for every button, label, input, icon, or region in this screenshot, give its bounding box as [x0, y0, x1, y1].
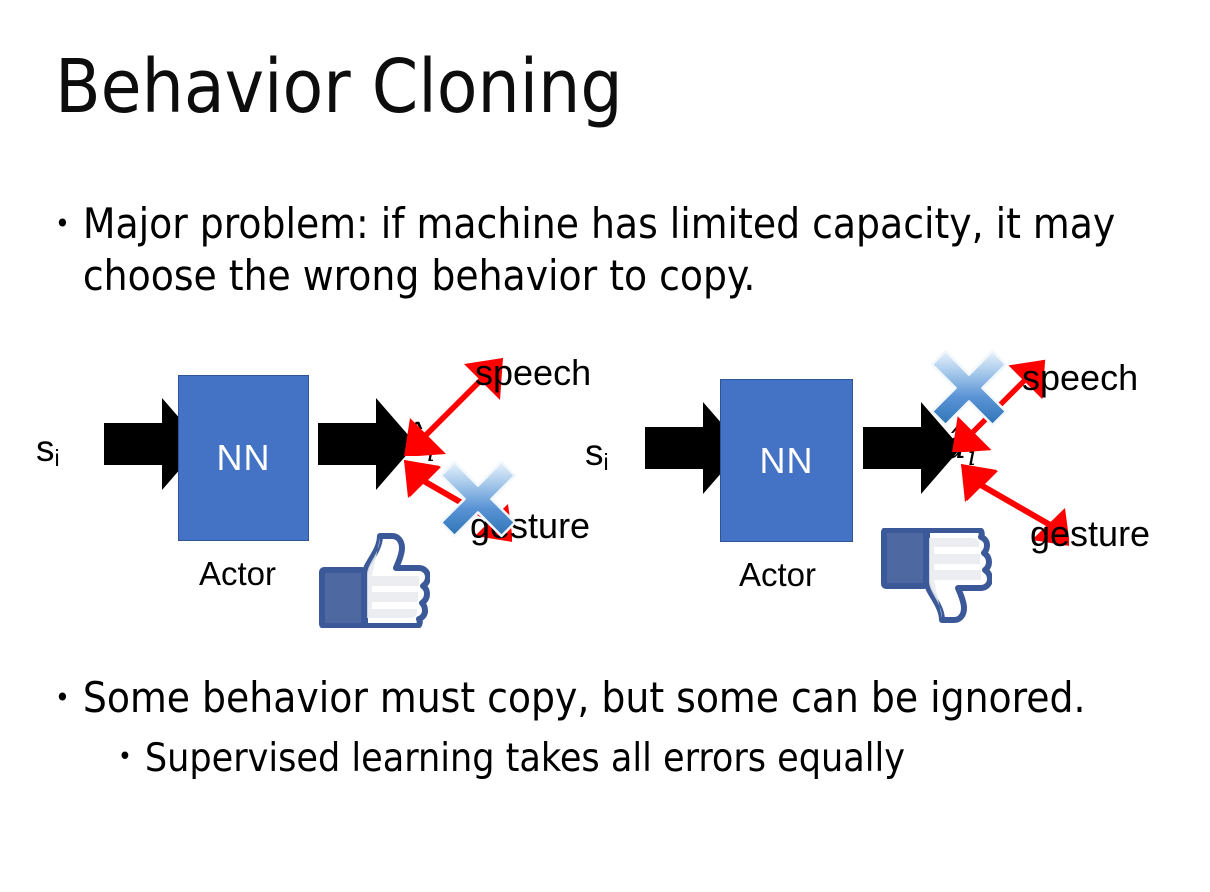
nn-box-left: NN — [178, 375, 309, 541]
actor-caption-left: Actor — [199, 555, 277, 592]
state-label-left: si — [36, 428, 60, 472]
bullet-bottom-level2-text: Supervised learning takes all errors equ… — [144, 736, 906, 781]
nn-box-label-right: NN — [759, 439, 814, 481]
bullet-row: • Supervised learning takes all errors e… — [118, 733, 1168, 785]
state-label-right: si — [585, 432, 609, 476]
page-title: Behavior Cloning — [55, 44, 623, 130]
branch-label-speech-left: speech — [475, 352, 592, 393]
diagram-right-behavior-cloning: si NN Actor âi — [575, 340, 1175, 640]
bullet-top: • Major problem: if machine has limited … — [55, 198, 1135, 302]
nn-box-label-left: NN — [216, 437, 271, 478]
thumbs-up-icon-left — [318, 530, 431, 629]
bullet-row: • Some behavior must copy, but some can … — [55, 672, 1165, 724]
branch-label-gesture-right: gesture — [1030, 513, 1151, 554]
cross-icon-left — [436, 457, 520, 541]
thumbs-down-icon-right — [880, 527, 993, 626]
branch-arrow-gesture-right — [957, 462, 1070, 552]
diagram-left-behavior-cloning: si NN Actor âi — [30, 340, 610, 640]
output-block-arrow-icon-right — [863, 402, 961, 494]
cross-icon-right — [927, 346, 1011, 430]
bullet-marker-icon: • — [55, 681, 70, 714]
bullet-bottom-level1-text: Some behavior must copy, but some can be… — [82, 673, 1086, 722]
nn-box-right: NN — [720, 379, 853, 542]
input-block-arrow-icon-right — [645, 402, 743, 494]
bullet-marker-icon: • — [55, 207, 70, 240]
bullet-bottom-level2: • Supervised learning takes all errors e… — [118, 733, 1168, 785]
branch-label-speech-right: speech — [1022, 357, 1139, 398]
bullet-marker-icon: • — [118, 742, 132, 772]
bullet-top-text: Major problem: if machine has limited ca… — [82, 199, 1116, 300]
actor-caption-right: Actor — [739, 556, 817, 593]
input-block-arrow-icon-left — [104, 398, 202, 490]
branch-arrow-speech-left — [400, 354, 510, 457]
output-block-arrow-icon-left — [318, 398, 416, 490]
bullet-row: • Major problem: if machine has limited … — [55, 198, 1135, 302]
bullet-bottom-level1: • Some behavior must copy, but some can … — [55, 672, 1165, 724]
